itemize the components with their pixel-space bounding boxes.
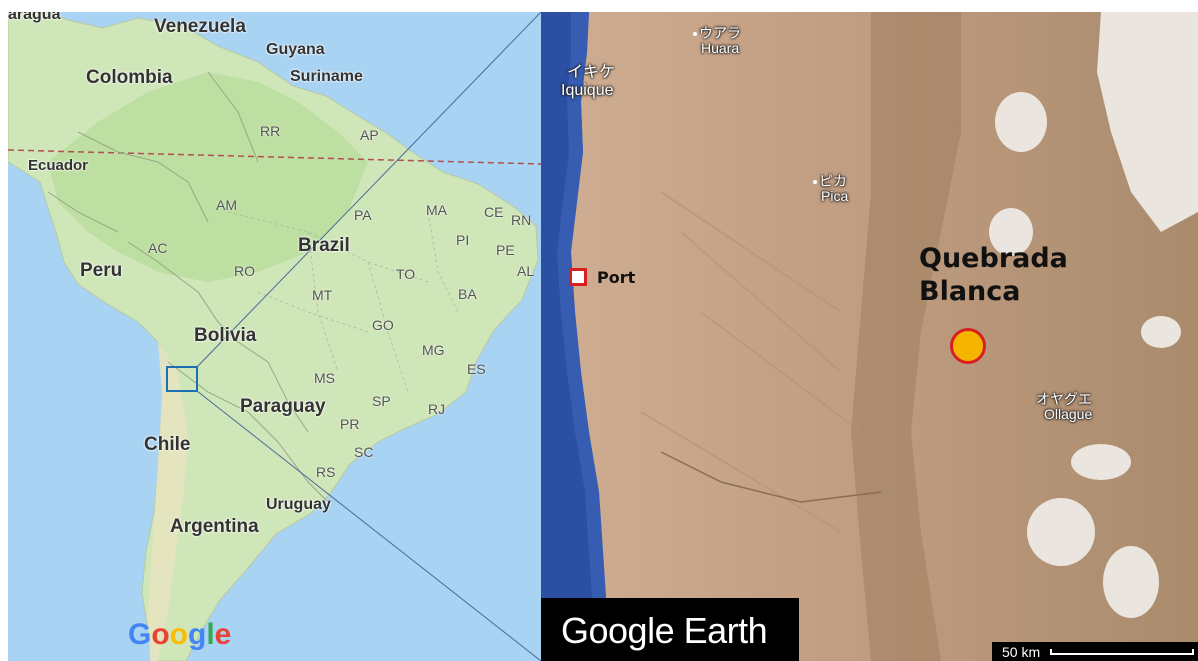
- selection-rectangle: [166, 366, 198, 392]
- logo-letter-e: e: [214, 618, 232, 651]
- place-iquique-jp: イキケ: [567, 64, 616, 81]
- state-ac: AC: [148, 240, 168, 256]
- port-marker[interactable]: [569, 268, 587, 286]
- state-sc: SC: [354, 444, 374, 460]
- google-earth-watermark: Google Earth: [541, 598, 799, 661]
- place-ollague-en: Ollague: [1044, 406, 1093, 422]
- scale-bar-line: [1050, 649, 1194, 655]
- south-america-map[interactable]: aragua Venezuela Guyana Suriname Colombi…: [8, 12, 541, 661]
- logo-letter-g1: G: [128, 618, 152, 651]
- state-es: ES: [467, 361, 486, 377]
- place-pica: ピカ Pica: [813, 174, 848, 204]
- state-ba: BA: [458, 286, 477, 302]
- state-pa: PA: [354, 207, 372, 223]
- label-argentina: Argentina: [170, 516, 259, 537]
- place-ollague-jp: オヤグエ: [1036, 391, 1092, 407]
- connector-line-top: [196, 12, 541, 368]
- label-brazil: Brazil: [298, 235, 350, 256]
- logo-letter-g2: g: [188, 618, 207, 651]
- label-chile: Chile: [144, 434, 191, 455]
- edge-label-venezuela-region: aragua: [8, 12, 61, 23]
- andes-zone: [851, 12, 961, 661]
- state-ap: AP: [360, 127, 379, 143]
- label-colombia: Colombia: [86, 67, 173, 88]
- label-bolivia: Bolivia: [194, 325, 257, 346]
- logo-letter-o2: o: [169, 618, 188, 651]
- equator-line: [8, 149, 541, 165]
- place-dot-icon: [693, 32, 697, 37]
- logo-letter-l: l: [206, 618, 215, 651]
- place-huara-en: Huara: [701, 40, 740, 56]
- state-borders: [227, 211, 459, 393]
- place-pica-en: Pica: [821, 188, 849, 204]
- country-borders: [47, 71, 329, 503]
- south-america-basemap: [8, 12, 541, 661]
- state-am: AM: [216, 197, 237, 213]
- scale-bar: 50 km: [992, 642, 1198, 661]
- quebrada-blanca-marker[interactable]: [950, 328, 986, 364]
- salt-flats: [989, 12, 1198, 618]
- scale-text: 50 km: [1002, 644, 1041, 660]
- state-al: AL: [517, 263, 535, 279]
- state-pe: PE: [496, 242, 515, 258]
- state-mg: MG: [422, 342, 445, 358]
- place-iquique-en: Iquique: [561, 82, 614, 99]
- state-ms: MS: [314, 370, 335, 386]
- satellite-map[interactable]: ウアラ Huara イキケ Iquique ピカ Pica オヤグエ Ollag…: [541, 12, 1198, 661]
- state-ce: CE: [484, 204, 504, 220]
- river: [660, 451, 882, 503]
- state-ma: MA: [426, 202, 447, 218]
- google-earth-text: Google Earth: [561, 610, 768, 651]
- coastline-shallows: [557, 12, 607, 661]
- state-ro: RO: [234, 263, 255, 279]
- label-uruguay: Uruguay: [266, 496, 331, 513]
- state-go: GO: [372, 317, 394, 333]
- state-pr: PR: [340, 416, 360, 432]
- amazon-region: [48, 72, 368, 282]
- place-pica-jp: ピカ: [813, 174, 848, 189]
- label-suriname: Suriname: [290, 68, 363, 85]
- label-ecuador: Ecuador: [28, 157, 89, 174]
- state-sp: SP: [372, 393, 391, 409]
- state-to: TO: [396, 266, 416, 282]
- port-label: Port: [597, 268, 636, 287]
- state-rn: RN: [511, 212, 532, 228]
- state-rs: RS: [316, 464, 336, 480]
- place-huara: ウアラ Huara: [693, 26, 741, 56]
- label-peru: Peru: [80, 260, 123, 281]
- terrain-streaks: [640, 191, 862, 533]
- state-pi: PI: [456, 232, 470, 248]
- label-guyana: Guyana: [266, 41, 325, 58]
- andes-shading: [148, 342, 188, 661]
- quebrada-blanca-label: Quebrada Blanca: [919, 242, 1068, 308]
- google-logo: Google: [128, 618, 231, 652]
- place-iquique: イキケ Iquique: [561, 64, 615, 100]
- state-mt: MT: [312, 287, 333, 303]
- label-paraguay: Paraguay: [240, 396, 326, 417]
- state-rr: RR: [260, 123, 281, 139]
- label-venezuela: Venezuela: [154, 16, 246, 37]
- quebrada-label-line2: Blanca: [919, 276, 1021, 307]
- place-dot-icon: [813, 180, 817, 185]
- quebrada-label-line1: Quebrada: [919, 243, 1068, 274]
- logo-letter-o1: o: [151, 618, 170, 651]
- connector-line-bottom: [196, 390, 541, 661]
- place-huara-jp: ウアラ: [693, 26, 741, 41]
- place-ollague: オヤグエ Ollague: [1036, 392, 1092, 422]
- satellite-imagery: [541, 12, 1198, 661]
- state-rj: RJ: [428, 401, 446, 417]
